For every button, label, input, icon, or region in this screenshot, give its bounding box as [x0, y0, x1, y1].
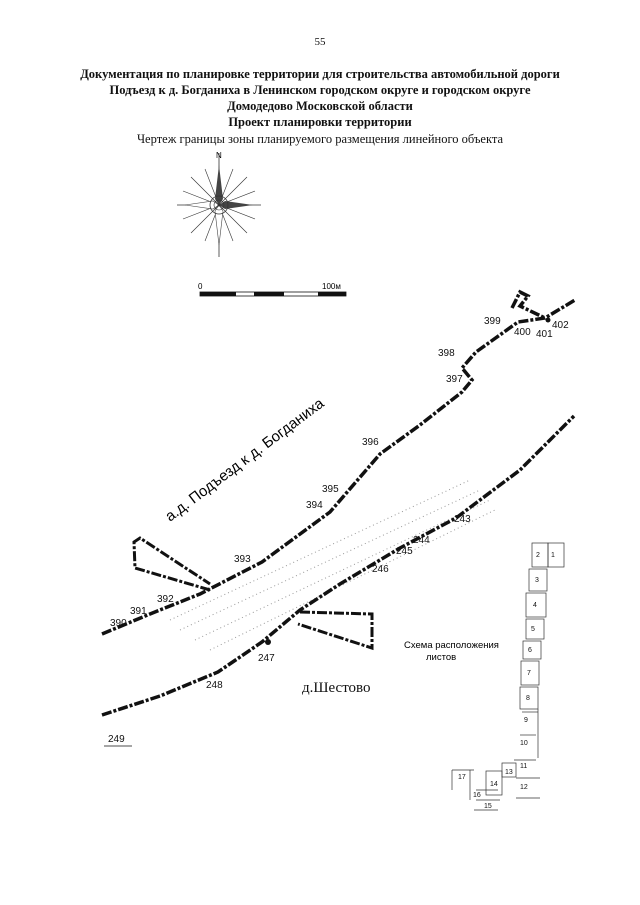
point-label-395: 395	[322, 484, 339, 495]
point-label-392: 392	[157, 594, 174, 605]
point-marker-402	[545, 317, 551, 323]
sheet-scheme-title-1: Схема расположения	[404, 640, 499, 651]
point-label-397: 397	[446, 374, 463, 385]
point-label-399: 399	[484, 316, 501, 327]
sheet-box-5	[525, 618, 545, 640]
point-label-244: 244	[413, 535, 430, 546]
sheet-box-3	[528, 568, 548, 592]
title-line-4: Проект планировки территории	[228, 115, 412, 129]
sheet-label-4: 4	[533, 602, 537, 609]
sheet-box-6	[522, 640, 542, 660]
sheet-box-2	[531, 542, 549, 568]
compass-rose-icon	[177, 153, 261, 257]
sheet-label-9: 9	[524, 717, 528, 724]
point-label-396: 396	[362, 437, 379, 448]
point-label-390: 390	[110, 618, 127, 629]
subtitle: Чертеж границы зоны планируемого размеще…	[136, 132, 504, 146]
compass-north-label: N	[216, 151, 222, 160]
sheet-box-4	[525, 592, 547, 618]
title-line-3: Домодедово Московской области	[227, 99, 413, 113]
sheet-label-7: 7	[527, 670, 531, 677]
scale-end-label: 100м	[322, 282, 341, 291]
sheet-box-13	[501, 762, 517, 778]
sheet-scheme-title-2: листов	[426, 652, 456, 663]
sheet-label-8: 8	[526, 695, 530, 702]
sheet-label-5: 5	[531, 626, 535, 633]
sheet-layout-scheme	[451, 542, 565, 811]
scale-bar	[199, 291, 347, 297]
scale-start-label: 0	[198, 282, 203, 291]
point-label-248: 248	[206, 680, 223, 691]
point-label-249: 249	[108, 734, 125, 745]
sheet-box-8	[519, 686, 539, 710]
point-label-400: 400	[514, 327, 531, 338]
sheet-box-14	[485, 770, 503, 796]
title-line-2: Подъезд к д. Богданиха в Ленинском город…	[109, 83, 531, 97]
sheet-label-12: 12	[520, 784, 528, 791]
point-label-398: 398	[438, 348, 455, 359]
point-label-245: 245	[396, 546, 413, 557]
boundary-south	[101, 414, 576, 717]
sheet-label-14: 14	[490, 781, 498, 788]
sheet-label-17: 17	[458, 774, 466, 781]
sheet-label-13: 13	[505, 769, 513, 776]
point-label-246: 246	[372, 564, 389, 575]
point-label-401: 401	[536, 329, 553, 340]
road-label: а.д. Подъезд к д. Богданиха	[162, 395, 328, 526]
sheet-label-11: 11	[520, 763, 527, 770]
road-surface	[169, 479, 496, 651]
point-label-402: 402	[552, 320, 569, 331]
sheet-label-3: 3	[535, 577, 539, 584]
page-number: 55	[314, 36, 326, 48]
point-label-394: 394	[306, 500, 323, 511]
village-label: д.Шестово	[302, 680, 371, 696]
sheet-label-1: 1	[551, 552, 555, 559]
point-label-247: 247	[258, 653, 275, 664]
point-label-243: 243	[454, 514, 471, 525]
sheet-box-7	[520, 660, 540, 686]
sheet-label-2: 2	[536, 552, 540, 559]
sheet-label-15: 15	[484, 803, 492, 810]
boundary-north	[101, 289, 576, 636]
title-line-1: Документация по планировке территории дл…	[80, 67, 560, 81]
sheet-box-1	[547, 542, 565, 568]
document-header: Документация по планировке территории дл…	[40, 66, 600, 147]
point-marker-247	[265, 639, 271, 645]
point-label-391: 391	[130, 606, 147, 617]
sheet-label-6: 6	[528, 647, 532, 654]
sheet-label-16: 16	[473, 792, 481, 799]
point-label-393: 393	[234, 554, 251, 565]
sheet-label-10: 10	[520, 740, 528, 747]
